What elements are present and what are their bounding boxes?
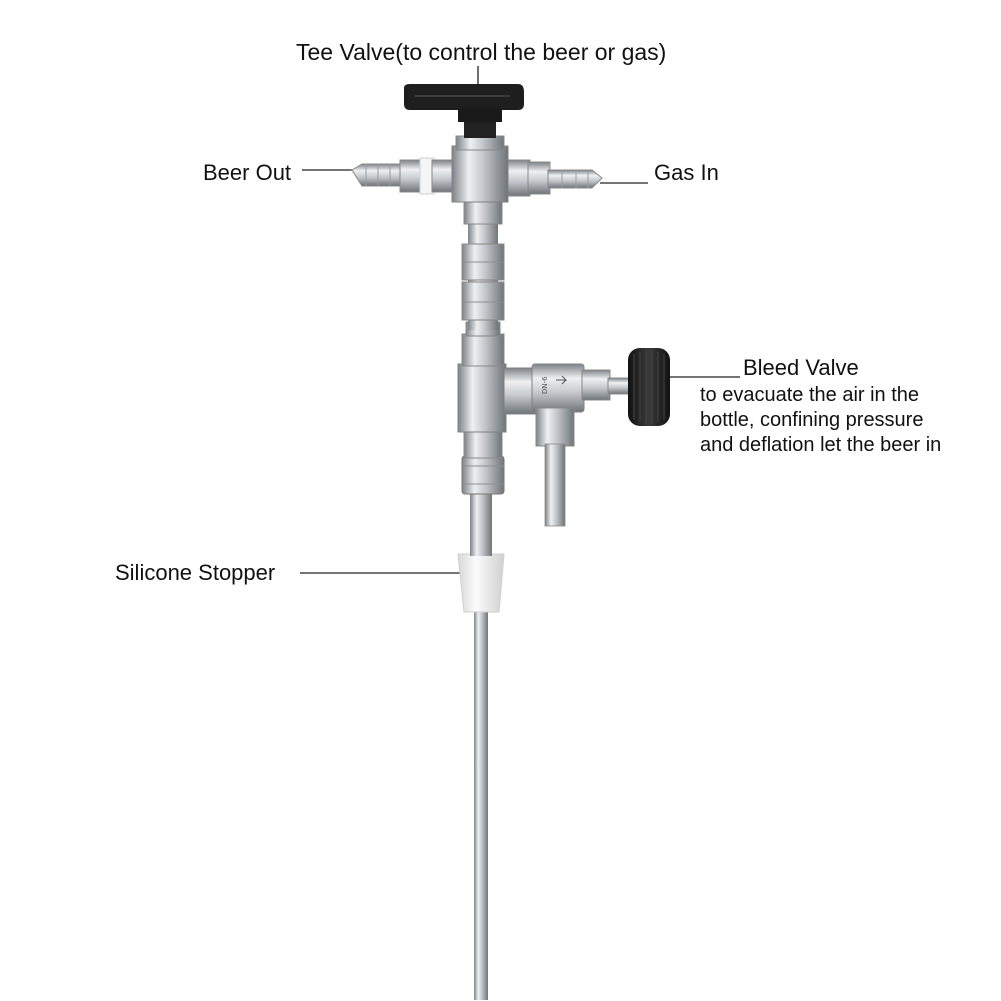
gas-in-barb	[547, 169, 603, 189]
bleed-desc-line-3: and deflation let the beer in	[700, 434, 942, 456]
label-gas-in: Gas In	[654, 160, 719, 185]
label-silicone-stopper: Silicone Stopper	[115, 560, 276, 585]
bleed-side-arm	[503, 367, 537, 415]
upper-tube	[470, 492, 492, 556]
middle-nut-lower	[461, 281, 505, 321]
lower-collar	[463, 429, 503, 459]
silicone-stopper-shape	[457, 553, 505, 613]
bleed-tee-top	[461, 333, 505, 367]
bleed-outlet-tube	[544, 443, 566, 527]
bleed-valve-body	[531, 363, 585, 413]
bleed-valve-knob	[628, 348, 670, 426]
gas-in-nut	[527, 161, 551, 195]
bleed-desc-line-2: bottle, confining pressure	[700, 409, 924, 431]
label-bleed-valve: Bleed Valve	[743, 355, 859, 380]
label-beer-out: Beer Out	[203, 160, 292, 185]
label-bleed-valve-desc: to evacuate the air in the bottle, confi…	[700, 383, 1000, 458]
tee-valve-body	[451, 145, 509, 203]
dip-tube	[474, 600, 488, 1000]
bleed-desc-line-1: to evacuate the air in the	[700, 384, 920, 406]
lower-hex-nut	[461, 455, 505, 495]
svg-text:DN-6: DN-6	[541, 376, 549, 394]
label-tee-valve: Tee Valve(to control the beer or gas)	[296, 39, 667, 65]
bleed-outlet-nut	[535, 407, 575, 447]
bleed-tee-block	[457, 363, 507, 433]
